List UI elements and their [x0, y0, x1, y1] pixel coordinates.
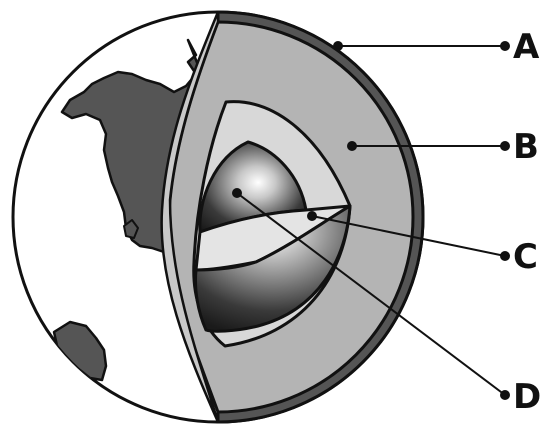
- leader-dot-c-start: [308, 212, 316, 220]
- leader-dot-b-start: [348, 142, 356, 150]
- label-d: D: [513, 377, 541, 417]
- leader-dot-c-end: [501, 252, 509, 260]
- leader-dot-a-end: [501, 42, 509, 50]
- label-b: B: [513, 127, 539, 167]
- label-a: A: [513, 27, 540, 67]
- leader-dot-d-start: [233, 189, 241, 197]
- leader-dot-d-end: [501, 391, 509, 399]
- label-c: C: [513, 237, 538, 277]
- leader-dot-b-end: [501, 142, 509, 150]
- leader-dot-a-start: [334, 42, 342, 50]
